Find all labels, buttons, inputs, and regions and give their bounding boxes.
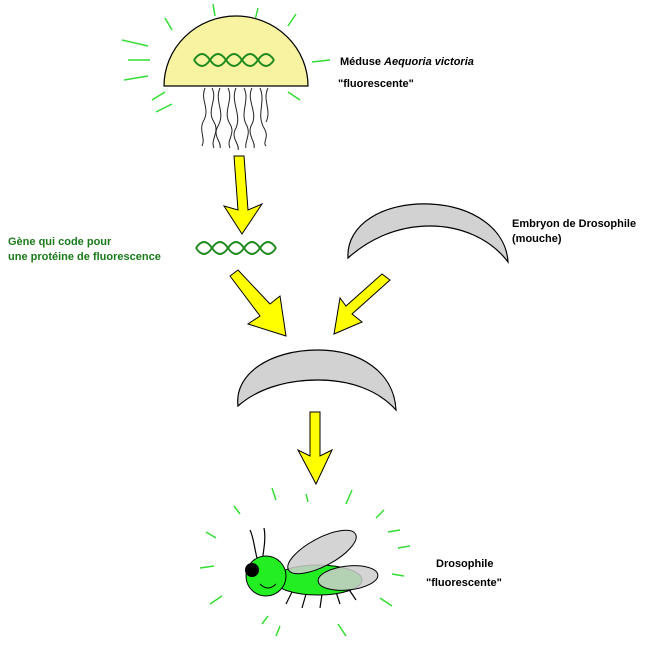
fly-label-line1: Drosophile xyxy=(436,558,494,570)
embryo-transformed-icon xyxy=(237,349,397,412)
dna-gene-icon xyxy=(195,241,277,255)
arrow-down-icon-2 xyxy=(296,411,334,486)
jellyfish-label: Méduse Aequoria victoria xyxy=(340,54,474,70)
gene-label-line2: une protéine de fluorescence xyxy=(8,251,161,263)
jellyfish-glow-rays xyxy=(121,3,331,113)
embryo-icon xyxy=(347,203,509,264)
fly-icon xyxy=(245,527,379,609)
jellyfish-label-prefix: Méduse xyxy=(340,56,385,68)
embryo-label-line2: (mouche) xyxy=(512,233,562,245)
gene-label-line1: Gène qui code pour xyxy=(8,236,112,248)
jellyfish-icon xyxy=(163,15,309,151)
jellyfish-species-name: Aequoria victoria xyxy=(384,56,474,68)
jellyfish-tentacles xyxy=(201,87,269,151)
jellyfish-fluo-label: "fluorescente" xyxy=(338,78,414,90)
fly-glow-rays xyxy=(199,487,411,637)
embryo-label-line1: Embryon de Drosophile xyxy=(512,218,637,230)
arrow-down-icon-1 xyxy=(222,155,264,235)
arrow-gene-to-embryo-icon xyxy=(229,269,287,337)
fly-label-line2: "fluorescente" xyxy=(426,577,502,589)
arrow-embryo-to-embryo-icon xyxy=(333,273,391,335)
